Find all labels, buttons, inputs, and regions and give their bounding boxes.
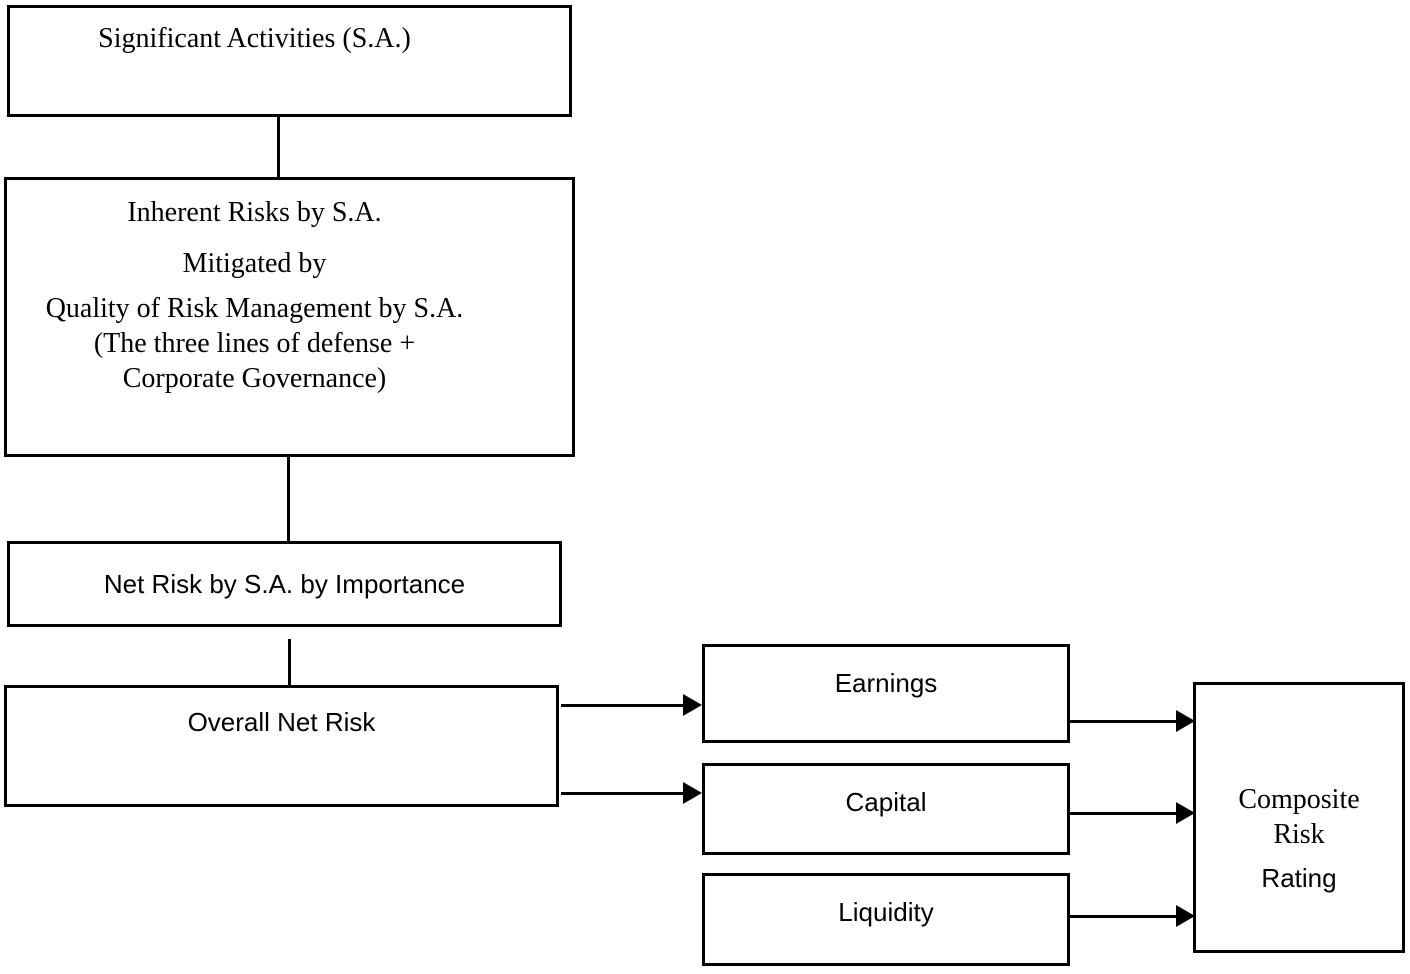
node-earnings: Earnings: [702, 644, 1070, 743]
capital-label: Capital: [845, 787, 927, 817]
overall-net-risk-label: Overall Net Risk: [187, 707, 376, 737]
connector-netrisk-to-overall: [288, 639, 291, 691]
inherent-risks-line-1: Inherent Risks by S.A.: [127, 197, 382, 228]
arrowhead-icon: [683, 782, 702, 804]
node-overall-net-risk: Overall Net Risk: [4, 685, 559, 807]
connector-significant-to-inherent: [277, 116, 280, 178]
arrow-capital-to-composite: [1069, 802, 1195, 824]
net-risk-label: Net Risk by S.A. by Importance: [103, 568, 466, 599]
arrow-overall-to-earnings: [561, 694, 702, 716]
arrowhead-icon: [683, 694, 702, 716]
arrow-shaft: [1069, 720, 1178, 723]
inherent-risks-line-3: Quality of Risk Management by S.A.: [45, 293, 464, 324]
inherent-risks-line-2: Mitigated by: [182, 248, 327, 279]
arrowhead-icon: [1176, 802, 1195, 824]
arrow-shaft: [561, 792, 685, 795]
arrow-liquidity-to-composite: [1069, 905, 1195, 927]
node-significant-activities: Significant Activities (S.A.): [7, 5, 572, 117]
arrowhead-icon: [1176, 905, 1195, 927]
composite-risk-label: Composite Risk: [1238, 784, 1360, 850]
inherent-risks-line-4: (The three lines of defense +: [93, 328, 416, 359]
arrow-shaft: [1069, 915, 1178, 918]
node-net-risk: Net Risk by S.A. by Importance: [7, 541, 562, 627]
arrow-earnings-to-composite: [1069, 710, 1195, 732]
earnings-label: Earnings: [834, 668, 938, 698]
composite-risk-rating-text: Composite Risk Rating: [1196, 685, 1402, 894]
liquidity-label: Liquidity: [838, 897, 934, 927]
arrow-overall-to-capital: [561, 782, 702, 804]
connector-inherent-to-netrisk: [287, 455, 290, 542]
rating-label: Rating: [1261, 863, 1337, 893]
arrowhead-icon: [1176, 710, 1195, 732]
node-liquidity: Liquidity: [702, 873, 1070, 966]
node-inherent-risks: Inherent Risks by S.A. Mitigated by Qual…: [4, 177, 575, 457]
arrow-shaft: [1069, 812, 1178, 815]
significant-activities-label: Significant Activities (S.A.): [98, 23, 411, 54]
arrow-shaft: [561, 704, 685, 707]
inherent-risks-line-5: Corporate Governance): [122, 363, 387, 394]
node-capital: Capital: [702, 763, 1070, 855]
node-composite-risk-rating: Composite Risk Rating: [1193, 682, 1405, 953]
